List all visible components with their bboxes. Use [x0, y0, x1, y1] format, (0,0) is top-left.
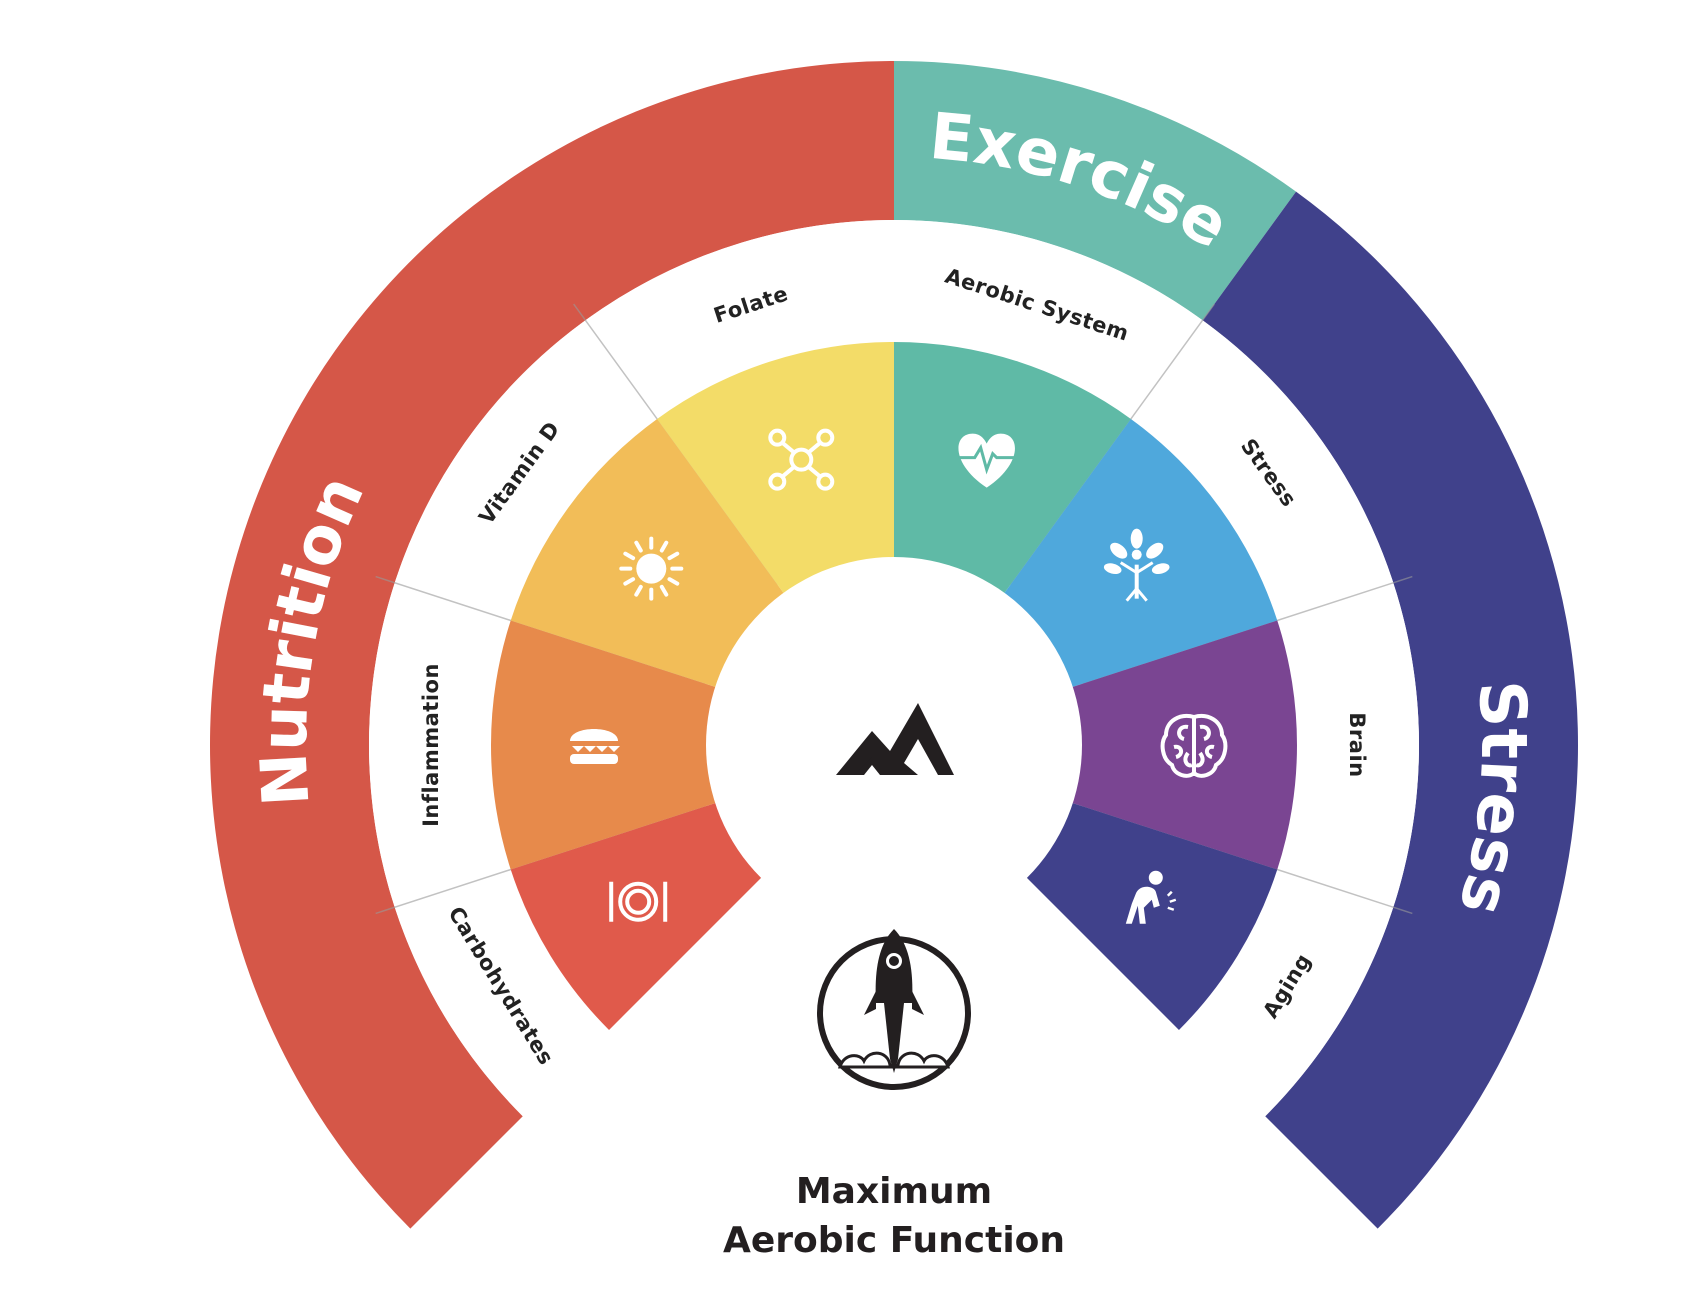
sun-ray [659, 540, 669, 553]
aging-person-icon [1125, 870, 1177, 924]
aging-wedge [1025, 802, 1278, 1030]
vitamin-d-wedge [510, 418, 785, 688]
tree-person-icon [1103, 528, 1170, 602]
rocket-icon [817, 929, 971, 1090]
sun-ray [634, 584, 643, 597]
footer-title-line1: Maximum [796, 1171, 992, 1212]
sun-ray [623, 577, 636, 586]
label-ring-background [368, 220, 1419, 1117]
sun-ray [659, 584, 669, 597]
segment-icons [568, 428, 1228, 924]
sun-ray [667, 551, 680, 561]
stress-band [1202, 191, 1578, 1229]
sun-ray [634, 540, 643, 553]
sun-ray [623, 551, 636, 561]
category-ring [210, 61, 1578, 1229]
molecule-icon [768, 428, 835, 491]
sun-icon [619, 536, 684, 601]
sun-ray [667, 577, 680, 586]
inflammation-wedge [490, 620, 718, 870]
brain-wedge [1070, 620, 1297, 870]
nutrition-band [210, 61, 895, 1229]
mountain-logo-icon [836, 703, 954, 775]
folate-wedge [657, 342, 894, 595]
segment-wedges [490, 342, 1297, 1030]
burger-icon [568, 729, 620, 764]
brain-icon [1160, 714, 1228, 778]
heart-pulse-icon [958, 433, 1015, 488]
aerobic-system-wedge [894, 342, 1131, 595]
exercise-band [894, 61, 1297, 321]
footer-title-line2: Aerobic Function [723, 1220, 1065, 1261]
carbohydrates-wedge [510, 802, 763, 1030]
inflammation-label: Inflammation [419, 663, 443, 827]
plate-icon [609, 881, 668, 922]
brain-label: Brain [1345, 712, 1369, 777]
